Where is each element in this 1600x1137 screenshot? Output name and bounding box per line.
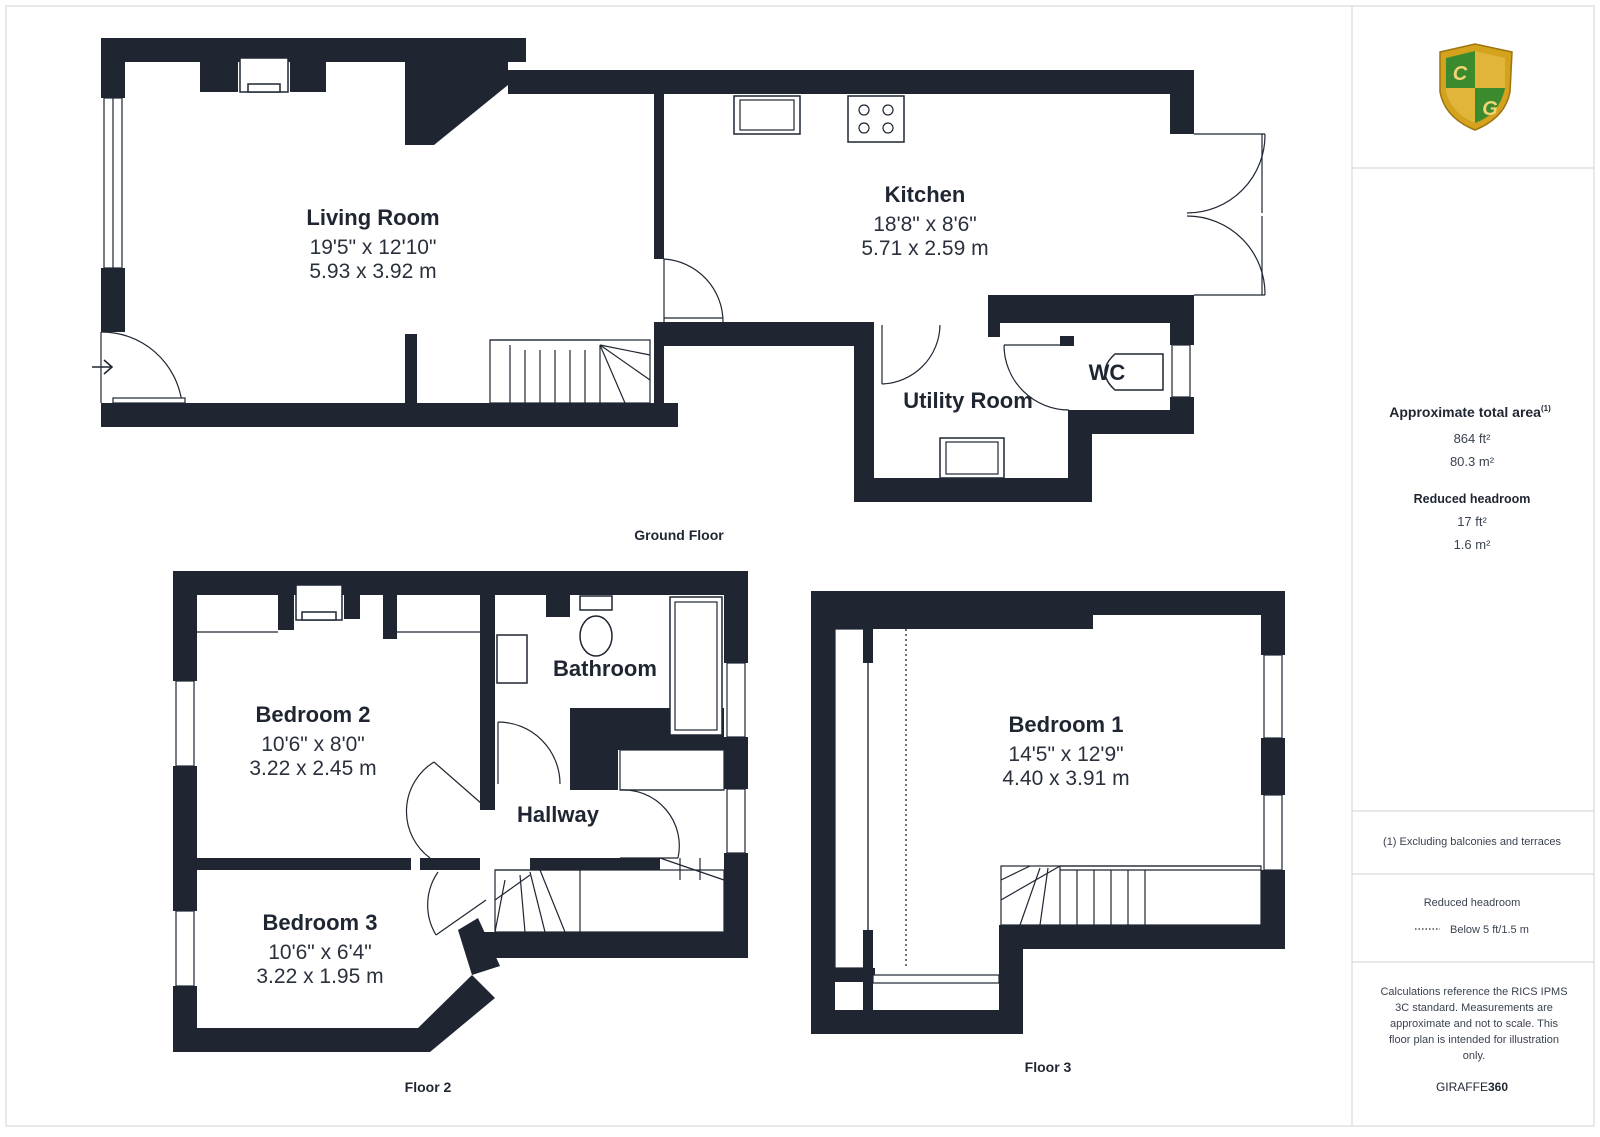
bedroom2-dim-metric: 3.22 x 2.45 m [249, 757, 376, 780]
entrance-door[interactable] [100, 331, 186, 404]
bedroom3-dim-imperial: 10'6" x 6'4" [268, 941, 372, 964]
cupboard [619, 749, 725, 791]
kitchen-dim-metric: 5.71 x 2.59 m [861, 237, 988, 260]
total-area-m: 80.3 m² [1450, 454, 1495, 469]
kitchen-dim-imperial: 18'8" x 8'6" [873, 213, 977, 236]
floor2-plan: Bedroom 2 10'6" x 8'0" 3.22 x 2.45 m Bed… [173, 571, 748, 1095]
fireplace-hearth [247, 83, 281, 93]
kitchen-name: Kitchen [885, 182, 966, 207]
door-kitchen-utility[interactable] [881, 324, 941, 385]
floor3-stairs [1000, 865, 1262, 926]
reduced-headroom-ft: 17 ft² [1457, 514, 1487, 529]
ground-floor-stairs [489, 339, 651, 404]
bedroom3-name: Bedroom 3 [263, 910, 378, 935]
door-bedroom2[interactable] [405, 761, 483, 859]
utility-sink-icon [939, 437, 1005, 479]
ground-floor-label: Ground Floor [634, 527, 724, 543]
window [1263, 794, 1283, 871]
entrance-arrow-icon [92, 359, 114, 375]
info-panel: C G Approximate total area(1) 864 ft² 80… [1352, 43, 1594, 1094]
kitchen-french-doors[interactable] [1186, 133, 1266, 296]
wc-name: WC [1089, 360, 1126, 385]
ground-floor-plan: Living Room 19'5" x 12'10" 5.93 x 3.92 m… [92, 38, 1266, 543]
footnote-text: (1) Excluding balconies and terraces [1383, 836, 1561, 848]
floor3-walls [811, 591, 1285, 1034]
window [872, 974, 1000, 984]
door-cupboard[interactable] [619, 789, 680, 859]
toilet-icon [579, 595, 613, 657]
window [175, 910, 195, 987]
shield-logo-icon: C G [1439, 43, 1513, 131]
disclaimer-line-4: floor plan is intended for illustration [1389, 1034, 1559, 1046]
bathtub-icon [669, 596, 723, 736]
disclaimer-line-5: only. [1463, 1050, 1485, 1062]
ground-floor-walls [101, 38, 1194, 502]
basin-icon [496, 634, 528, 684]
door-living-kitchen[interactable] [663, 258, 724, 323]
legend-title: Reduced headroom [1424, 897, 1521, 909]
living-room-name: Living Room [306, 205, 439, 230]
total-area-ft: 864 ft² [1454, 431, 1492, 446]
bedroom1-dim-metric: 4.40 x 3.91 m [1002, 767, 1129, 790]
bedroom2-name: Bedroom 2 [256, 702, 371, 727]
window [175, 680, 195, 767]
window [726, 662, 746, 738]
hob-icon [847, 95, 905, 143]
logo-letter-g: G [1482, 98, 1498, 120]
eaves-storage [834, 628, 869, 969]
reduced-headroom-title: Reduced headroom [1414, 492, 1531, 506]
legend-item: Below 5 ft/1.5 m [1450, 924, 1529, 936]
door-bathroom[interactable] [497, 721, 561, 785]
brand-logo: GIRAFFE360 [1436, 1080, 1508, 1094]
reduced-headroom-m: 1.6 m² [1454, 537, 1492, 552]
toilet-icon [1104, 353, 1164, 391]
floor3-label: Floor 3 [1025, 1059, 1072, 1075]
bedroom1-name: Bedroom 1 [1009, 712, 1124, 737]
bedroom3-dim-metric: 3.22 x 1.95 m [256, 965, 383, 988]
bedroom1-dim-imperial: 14'5" x 12'9" [1008, 743, 1123, 766]
window [726, 788, 746, 854]
floor2-stairs [494, 857, 725, 933]
door-bedroom3[interactable] [427, 871, 487, 936]
total-area-title: Approximate total area(1) [1389, 404, 1551, 420]
bedroom2-dim-imperial: 10'6" x 8'0" [261, 733, 365, 756]
utility-room-name: Utility Room [903, 388, 1033, 413]
kitchen-sink-icon [733, 95, 801, 135]
wc-door[interactable] [1003, 344, 1070, 411]
living-room-dim-imperial: 19'5" x 12'10" [310, 236, 437, 259]
floor2-label: Floor 2 [405, 1079, 452, 1095]
bathroom-name: Bathroom [553, 656, 657, 681]
floor2-walls [173, 571, 748, 1052]
window [1263, 654, 1283, 739]
disclaimer-line-1: Calculations reference the RICS IPMS [1380, 986, 1567, 998]
disclaimer-line-3: approximate and not to scale. This [1390, 1018, 1558, 1030]
disclaimer-line-2: 3C standard. Measurements are [1395, 1002, 1553, 1014]
living-room-dim-metric: 5.93 x 3.92 m [309, 260, 436, 283]
floor3-plan: Bedroom 1 14'5" x 12'9" 4.40 x 3.91 m Fl… [811, 591, 1285, 1075]
window [1171, 344, 1191, 398]
page-border [5, 5, 1595, 1127]
hallway-name: Hallway [517, 802, 600, 827]
logo-letter-c: C [1453, 63, 1468, 85]
